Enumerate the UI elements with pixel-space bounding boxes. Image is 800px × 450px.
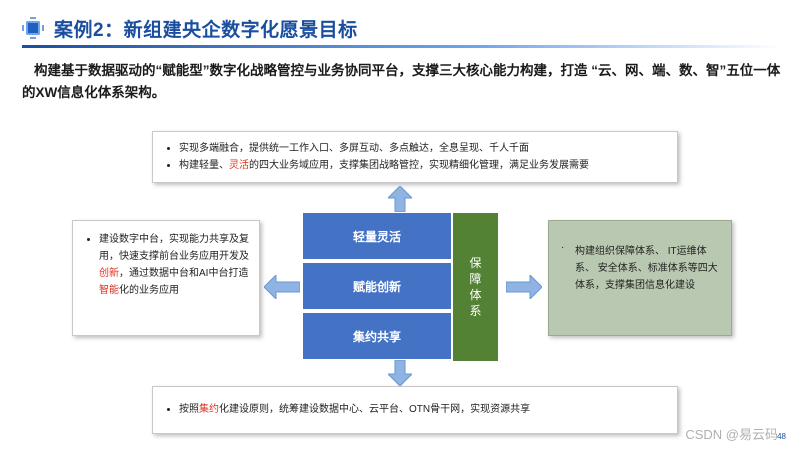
- top-box-item-1: 实现多端融合，提供统一工作入口、多屏互动、多点触达，全息呈现、千人千面: [179, 140, 677, 157]
- block-intensive-share: 集约共享: [302, 312, 452, 360]
- page-number: 48: [777, 432, 786, 441]
- block-lightweight-flexible: 轻量灵活: [302, 212, 452, 260]
- arrow-left-icon: [264, 275, 300, 299]
- highlight-text: 灵活: [229, 160, 249, 171]
- right-box-item: 构建组织保障体系、 IT运维体系、 安全体系、标准体系等四大体系，支撑集团信息化…: [561, 239, 723, 294]
- slide-title: 案例2：新组建央企数字化愿景目标: [54, 19, 358, 41]
- support-system-block: 保障体系: [452, 212, 499, 362]
- highlight-text: 集约: [199, 404, 219, 415]
- top-box-item-2: 构建轻量、灵活的四大业务域应用，支撑集团战略管控，实现精细化管理，满足业务发展需…: [179, 157, 677, 174]
- bottom-box-item: 按照集约化建设原则，统筹建设数据中心、云平台、OTN骨干网，实现资源共享: [179, 401, 677, 418]
- left-box-item: 建设数字中台，实现能力共享及复用，快速支撑前台业务应用开发及创新，通过数据中台和…: [99, 231, 251, 299]
- arrow-right-icon: [506, 275, 542, 299]
- highlight-text: 创新: [99, 268, 119, 279]
- top-info-box: 实现多端融合，提供统一工作入口、多屏互动、多点触达，全息呈现、千人千面 构建轻量…: [152, 131, 678, 183]
- right-info-box: 构建组织保障体系、 IT运维体系、 安全体系、标准体系等四大体系，支撑集团信息化…: [548, 220, 732, 336]
- chip-icon: [22, 17, 44, 39]
- watermark-text: CSDN @易云码: [685, 427, 778, 442]
- title-underline: [22, 45, 782, 48]
- arrow-up-icon: [388, 186, 412, 212]
- capability-stack: 轻量灵活 赋能创新 集约共享: [302, 212, 452, 362]
- intro-paragraph: 构建基于数据驱动的“赋能型”数字化战略管控与业务协同平台，支撑三大核心能力构建，…: [22, 63, 781, 100]
- block-empower-innovate: 赋能创新: [302, 262, 452, 310]
- left-info-box: 建设数字中台，实现能力共享及复用，快速支撑前台业务应用开发及创新，通过数据中台和…: [72, 220, 260, 336]
- bottom-info-box: 按照集约化建设原则，统筹建设数据中心、云平台、OTN骨干网，实现资源共享: [152, 386, 678, 434]
- slide-title-bar: 案例2：新组建央企数字化愿景目标: [22, 6, 782, 50]
- arrow-down-icon: [388, 360, 412, 386]
- highlight-text: 智能: [99, 285, 119, 296]
